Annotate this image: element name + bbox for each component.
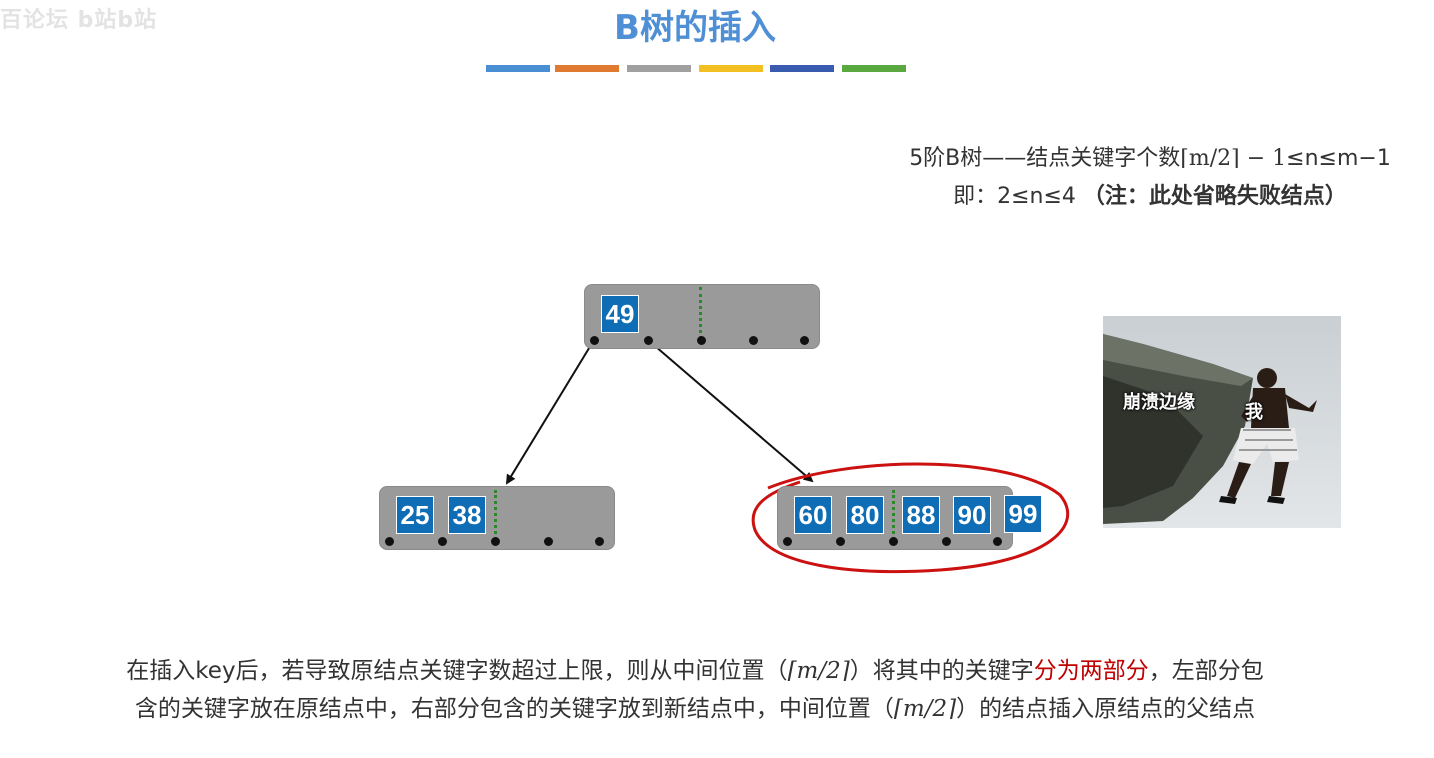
description-line-2: 含的关键字放在原结点中，右部分包含的关键字放到新结点中，中间位置（⌈m/2⌉）的… (0, 690, 1390, 728)
color-bar-2 (555, 65, 619, 72)
root-pointer-0 (590, 336, 599, 345)
left-key-25: 25 (396, 496, 434, 534)
meme-label-edge: 崩溃边缘 (1123, 392, 1195, 413)
insertion-description: 在插入key后，若导致原结点关键字数超过上限，则从中间位置（⌈m/2⌉）将其中的… (0, 652, 1390, 728)
left-pointer-1 (438, 537, 447, 546)
left-key-38: 38 (448, 496, 486, 534)
right-pointer-3 (942, 537, 951, 546)
edge-root-to-left (505, 339, 595, 485)
edge-root-to-right (647, 339, 814, 483)
info-line-2: 即：2≤n≤4 （注：此处省略失败结点） (860, 178, 1434, 216)
root-pointer-2 (697, 336, 706, 345)
left-pointer-3 (544, 537, 553, 546)
root-key-49: 49 (601, 295, 639, 333)
person-figure (1219, 368, 1317, 504)
description-line-2-b: ）的结点插入原结点的父结点 (956, 696, 1256, 722)
root-pointer-4 (800, 336, 809, 345)
right-key-88: 88 (902, 496, 940, 534)
right-pointer-0 (783, 537, 792, 546)
info-line-1-math: ⌈m/2⌉ − 1 (1180, 146, 1287, 171)
right-key-80: 80 (846, 496, 884, 534)
color-bar-3 (627, 65, 691, 72)
description-line-1: 在插入key后，若导致原结点关键字数超过上限，则从中间位置（⌈m/2⌉）将其中的… (0, 652, 1390, 690)
info-line-1-suffix: ≤n≤m−1 (1286, 146, 1391, 171)
right-child-node: 60 80 88 90 (777, 486, 1013, 550)
meme-illustration (1103, 316, 1341, 528)
description-line-1-a: 在插入key后，若导致原结点关键字数超过上限，则从中间位置（ (126, 658, 788, 684)
description-line-2-a: 含的关键字放在原结点中，右部分包含的关键字放到新结点中，中间位置（ (134, 696, 894, 722)
right-pointer-4 (993, 537, 1002, 546)
left-pointer-2 (491, 537, 500, 546)
left-child-node: 25 38 (379, 486, 615, 550)
description-line-1-b: ）将其中的关键字 (849, 658, 1034, 684)
right-middle-divider (892, 490, 895, 540)
info-line-2-note: （注：此处省略失败结点） (1082, 184, 1347, 209)
meme-image: 崩溃边缘 我 (1103, 316, 1341, 528)
root-node: 49 (584, 284, 820, 349)
info-line-1-prefix: 5阶B树——结点关键字个数 (909, 146, 1181, 171)
description-math-2: ⌈m/2⌉ (893, 696, 957, 722)
left-pointer-0 (385, 537, 394, 546)
right-pointer-1 (836, 537, 845, 546)
page-title: B树的插入 (614, 8, 776, 48)
color-bar-1 (486, 65, 550, 72)
color-bar-4 (699, 65, 763, 72)
right-key-60: 60 (794, 496, 832, 534)
color-bar-5 (770, 65, 834, 72)
overflow-highlight-circle (751, 462, 1070, 574)
meme-label-me: 我 (1245, 402, 1263, 423)
right-key-90: 90 (953, 496, 991, 534)
watermark: 百论坛 b站b站 (0, 8, 158, 33)
description-highlight-split: 分为两部分 (1033, 658, 1149, 684)
left-middle-divider (494, 490, 497, 540)
overflow-key-99: 99 (1004, 495, 1042, 533)
description-math-1: ⌈m/2⌉ (787, 658, 850, 684)
root-pointer-1 (644, 336, 653, 345)
description-line-1-c: ，左部分包 (1148, 658, 1264, 684)
right-pointer-2 (889, 537, 898, 546)
root-pointer-3 (749, 336, 758, 345)
btree-order-info: 5阶B树——结点关键字个数⌈m/2⌉ − 1≤n≤m−1 即：2≤n≤4 （注：… (860, 140, 1434, 216)
color-bar-6 (842, 65, 906, 72)
info-line-1: 5阶B树——结点关键字个数⌈m/2⌉ − 1≤n≤m−1 (860, 140, 1434, 178)
root-middle-divider (699, 287, 702, 339)
left-pointer-4 (595, 537, 604, 546)
info-line-2-prefix: 即：2≤n≤4 (953, 184, 1083, 209)
